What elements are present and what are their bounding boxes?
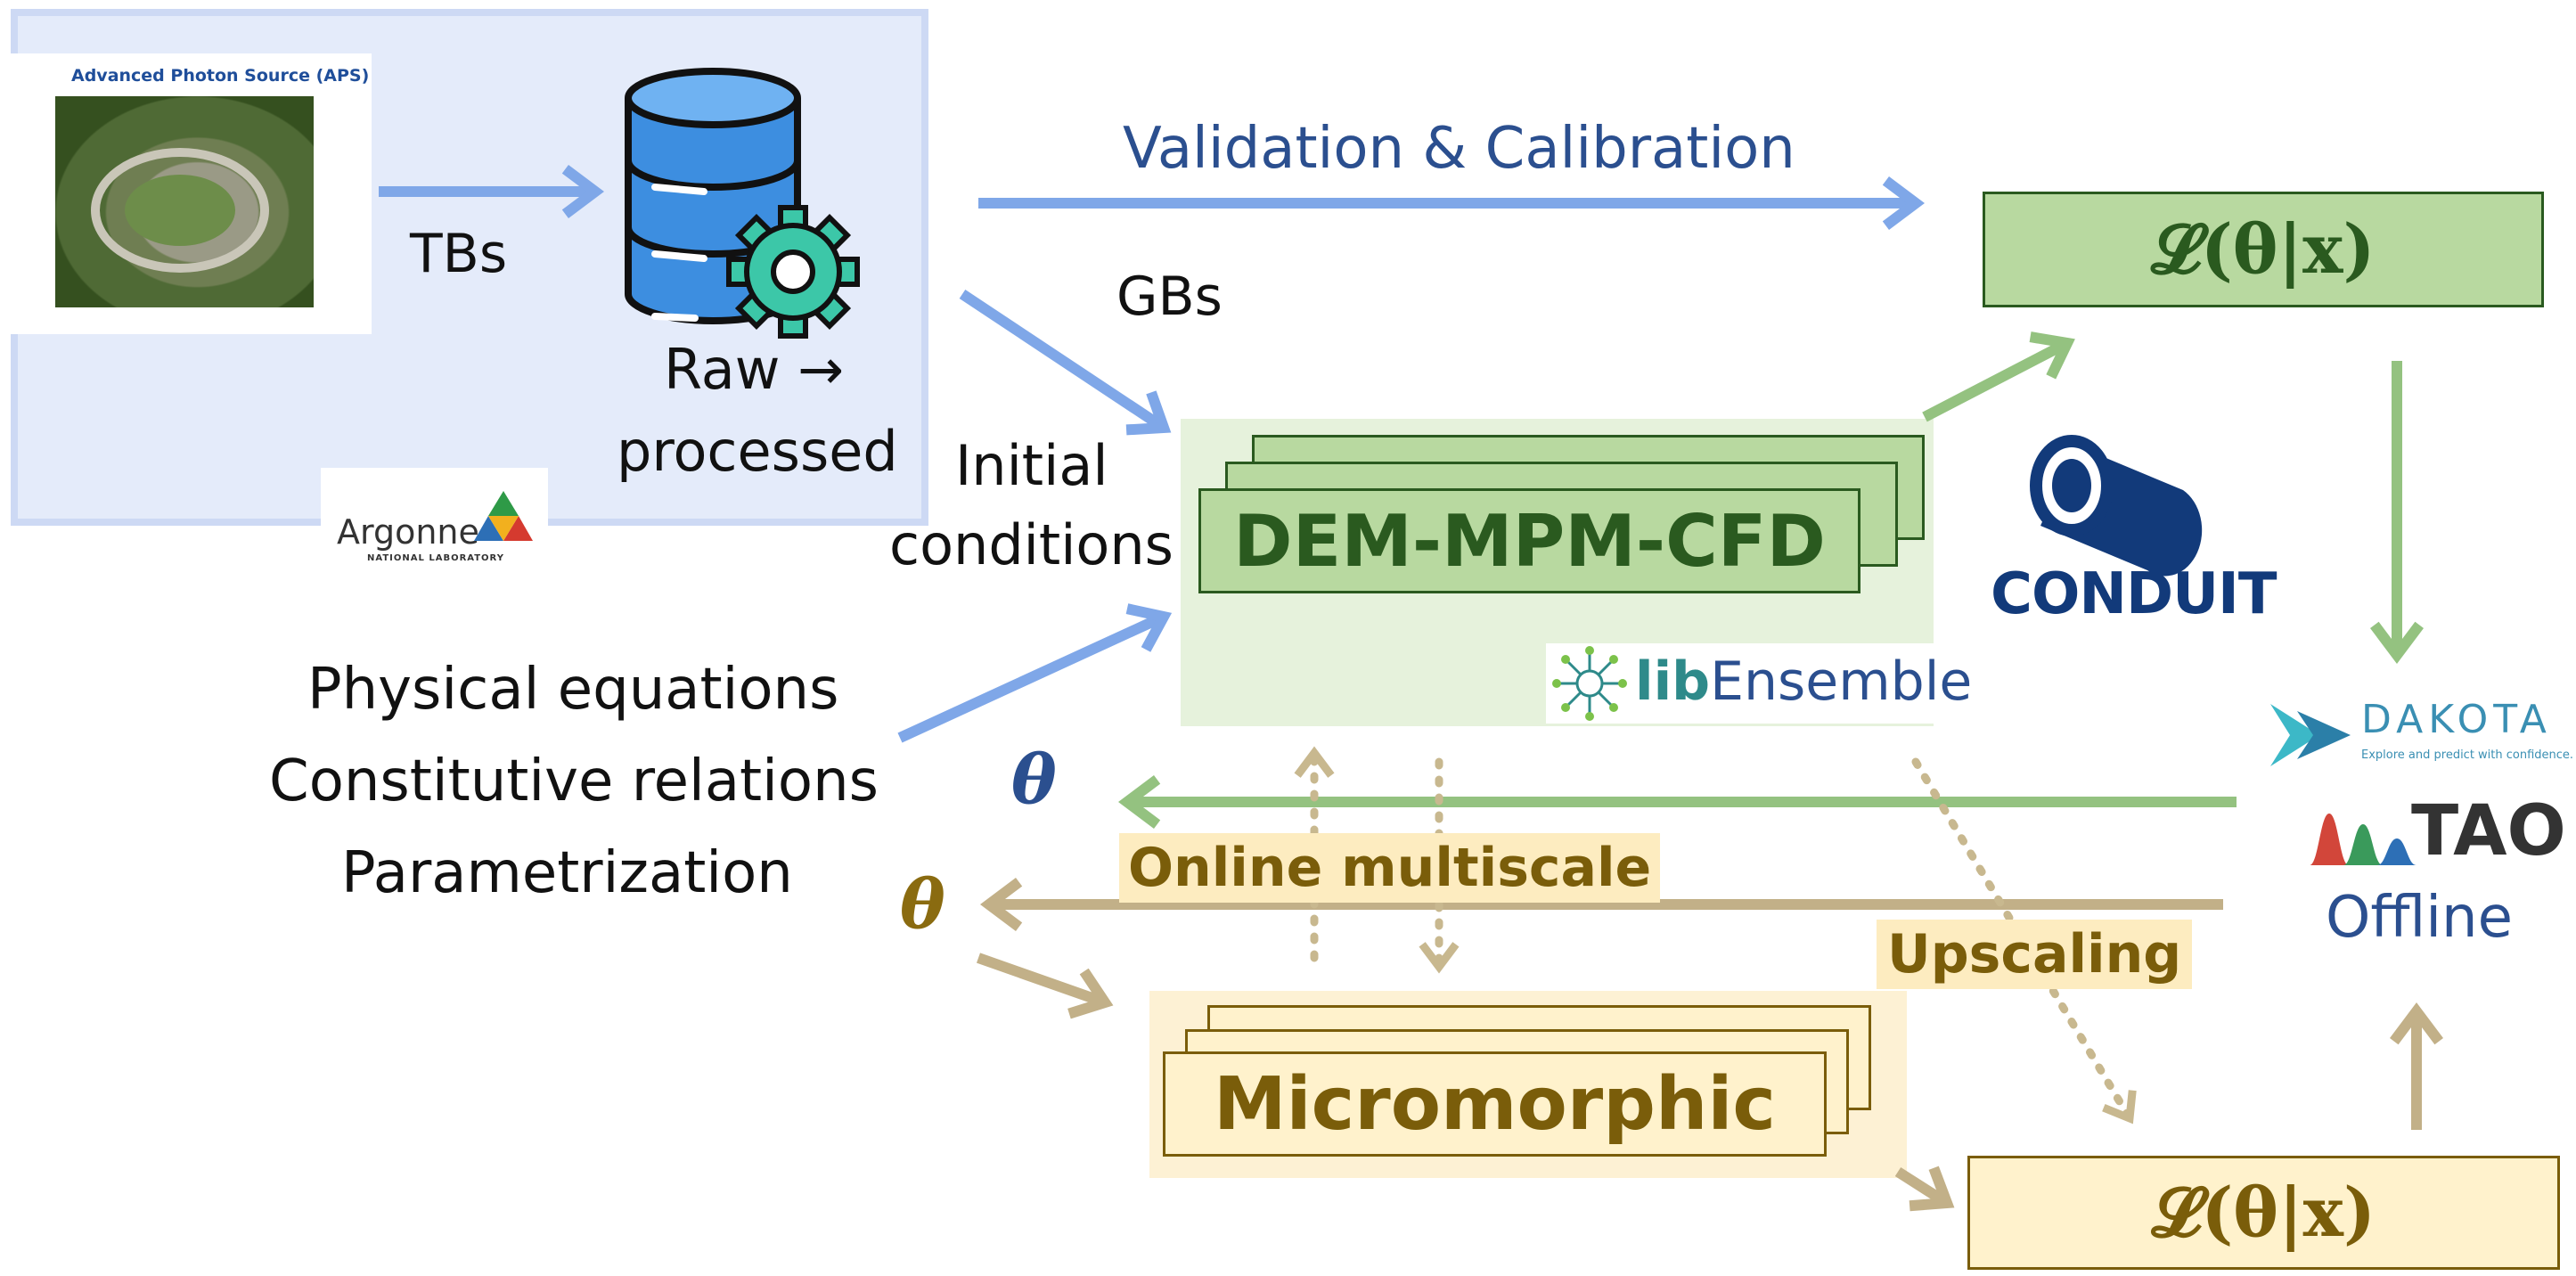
argonne-logo: Argonne NATIONAL LABORATORY	[321, 468, 548, 575]
processed-label: processed	[617, 419, 898, 484]
physical-equations-label: Physical equations	[307, 657, 839, 723]
initial-label: Initial	[955, 433, 1108, 498]
argonne-name: Argonne	[337, 512, 479, 552]
raw-label: Raw →	[664, 337, 845, 402]
aps-inner-field	[125, 175, 235, 246]
aps-ring	[91, 148, 269, 273]
theta-blue-label: θ	[1011, 740, 1057, 819]
libensemble-logo: libEnsemble	[1546, 643, 1972, 724]
dakota-chevron-icon	[2270, 704, 2351, 766]
argonne-triangle-icon	[474, 491, 533, 541]
arrow-gbs-to-simulation	[959, 290, 1172, 436]
libensemble-rest: Ensemble	[1710, 650, 1973, 713]
validation-calibration-label: Validation & Calibration	[1123, 116, 1795, 182]
parametrization-label: Parametrization	[341, 840, 793, 906]
arrow-micromorphic-to-likelihood	[1894, 1166, 1955, 1212]
likelihood-bottom-label: 𝓛(θ|x)	[2152, 1172, 2376, 1252]
arrow-theta-to-micromorphic	[977, 953, 1114, 1019]
conditions-label: conditions	[889, 512, 1174, 577]
micromorphic-label: Micromorphic	[1213, 1061, 1777, 1147]
online-multiscale-label: Online multiscale	[1119, 833, 1661, 903]
arrow-simulation-to-likelihood	[1922, 331, 2075, 422]
offline-label: Offline	[2326, 885, 2513, 951]
argonne-subtitle: NATIONAL LABORATORY	[367, 553, 504, 563]
libensemble-text: libEnsemble	[1635, 650, 1972, 713]
tbs-label: TBs	[410, 223, 508, 285]
aps-title: Advanced Photon Source (APS)	[71, 66, 370, 86]
likelihood-top-box: 𝓛(θ|x)	[1983, 192, 2544, 307]
tao-wave-icon	[2310, 814, 2417, 865]
dem-mpm-cfd-label: DEM-MPM-CFD	[1233, 499, 1826, 583]
dakota-logo-text: DAKOTA	[2361, 697, 2552, 742]
aps-aerial-photo	[55, 96, 314, 307]
arrow-physics-to-simulation	[897, 603, 1173, 743]
aps-card: Advanced Photon Source (APS)	[11, 53, 372, 334]
theta-gold-label: θ	[900, 864, 945, 944]
likelihood-bottom-box: 𝓛(θ|x)	[1967, 1156, 2560, 1270]
libensemble-network-icon	[1552, 646, 1627, 721]
constitutive-relations-label: Constitutive relations	[269, 748, 879, 814]
dem-stack-front: DEM-MPM-CFD	[1198, 488, 1860, 593]
libensemble-lib: lib	[1635, 650, 1711, 713]
gbs-label: GBs	[1116, 266, 1223, 328]
upscaling-label: Upscaling	[1877, 920, 2193, 989]
database-gear-icon	[625, 68, 860, 339]
arrow-upscaling	[1911, 757, 2137, 1125]
likelihood-top-label: 𝓛(θ|x)	[2151, 209, 2376, 289]
dakota-tagline: Explore and predict with confidence.	[2361, 748, 2574, 762]
tao-logo-text: TAO	[2411, 791, 2566, 871]
conduit-pipe-icon	[2030, 435, 2203, 577]
conduit-logo-text: CONDUIT	[1991, 561, 2277, 627]
micro-stack-front: Micromorphic	[1163, 1051, 1827, 1157]
